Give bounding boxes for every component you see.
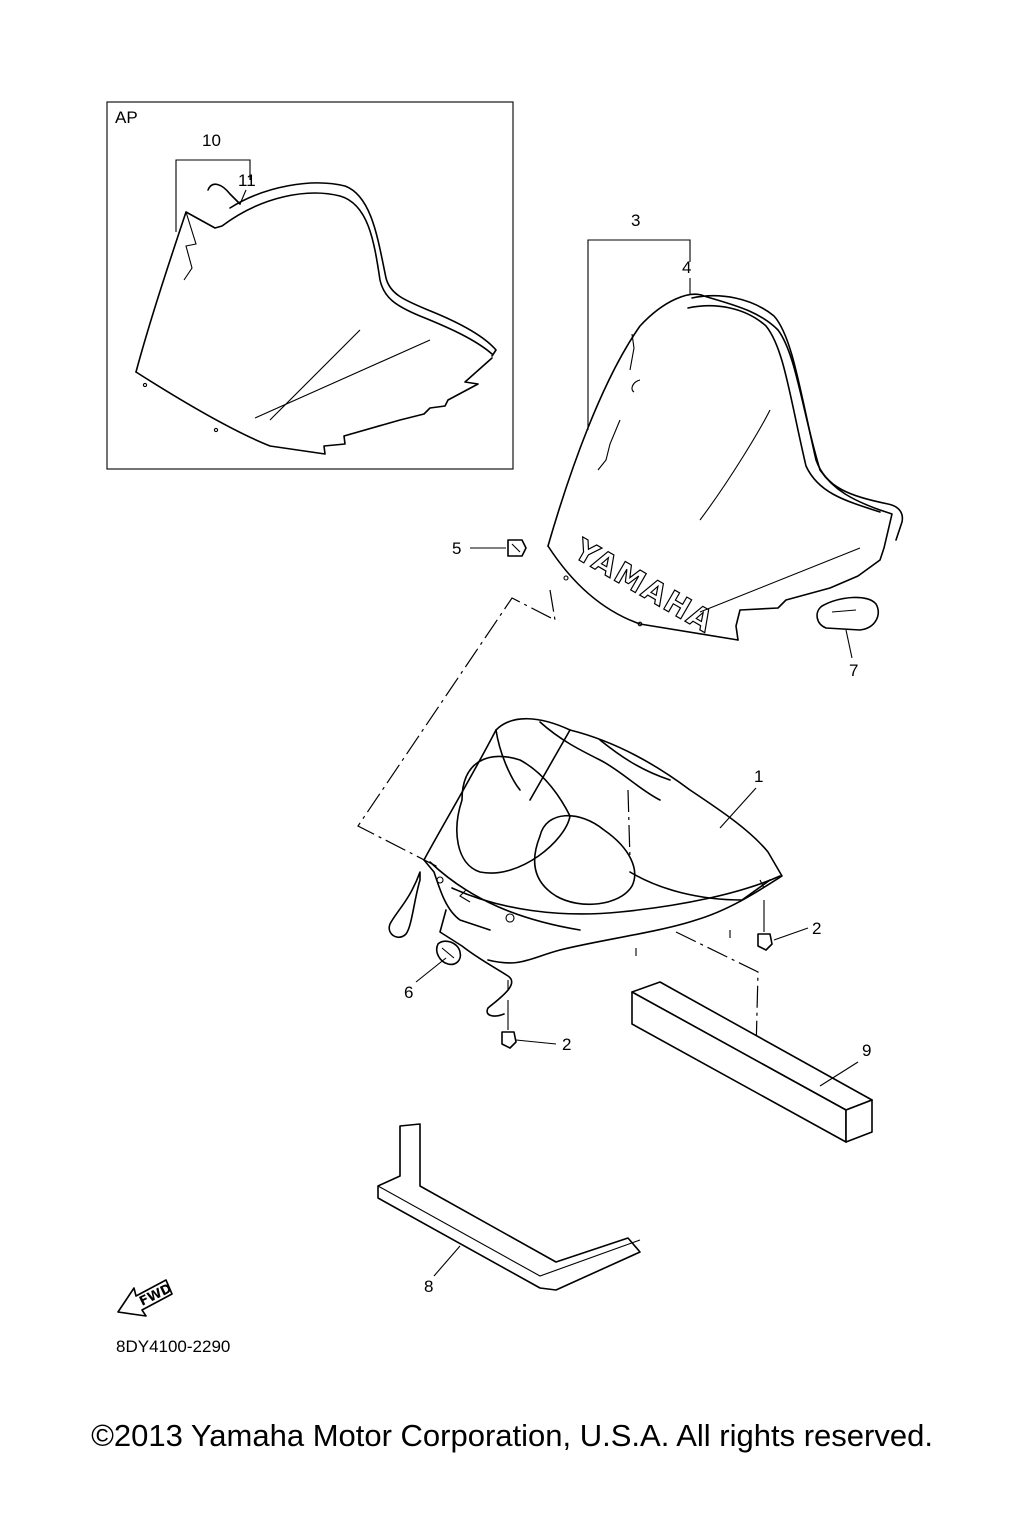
callout-4: 4: [682, 258, 691, 277]
callout-7: 7: [849, 661, 858, 680]
bracket-10: [175, 159, 251, 232]
leader-7: [845, 629, 853, 659]
callout-6: 6: [404, 983, 413, 1002]
screw-5: [507, 539, 527, 557]
leader-2-upper: [773, 927, 809, 941]
grommet-6: [435, 940, 462, 966]
trim-strip-8: [377, 1123, 641, 1291]
callout-2-upper: 2: [812, 919, 821, 938]
inset-windshield: [135, 182, 497, 455]
fwd-arrow-icon: FWD: [117, 1279, 175, 1317]
foam-block-9: [631, 981, 873, 1143]
bolt-2-lower: [501, 1000, 517, 1049]
callout-8: 8: [424, 1277, 433, 1296]
callout-3: 3: [631, 211, 640, 230]
callout-5: 5: [452, 539, 461, 558]
cowling: [388, 717, 783, 1017]
assembly-line-right: [675, 931, 759, 1053]
callout-9: 9: [862, 1041, 871, 1060]
callout-10: 10: [202, 131, 221, 150]
callout-11: 11: [238, 171, 256, 190]
windshield: YAMAHA: [547, 293, 904, 641]
callout-2-lower: 2: [562, 1035, 571, 1054]
leader-1: [719, 787, 757, 829]
bracket-3: [587, 239, 691, 430]
diagram-code: 8DY4100-2290: [116, 1337, 230, 1356]
leader-8: [433, 1245, 461, 1277]
leader-6: [415, 957, 447, 983]
copyright-notice: ©2013 Yamaha Motor Corporation, U.S.A. A…: [91, 1418, 933, 1453]
leader-9: [819, 1061, 859, 1087]
leader-2-lower: [515, 1039, 557, 1045]
assembly-line-center: [627, 789, 631, 861]
assembly-line-left: [357, 589, 556, 869]
callout-1: 1: [754, 767, 763, 786]
inset-label: AP: [115, 108, 138, 127]
inset-frame: [106, 101, 514, 470]
clip-7: [816, 596, 880, 631]
bolt-2-upper: [757, 900, 773, 951]
